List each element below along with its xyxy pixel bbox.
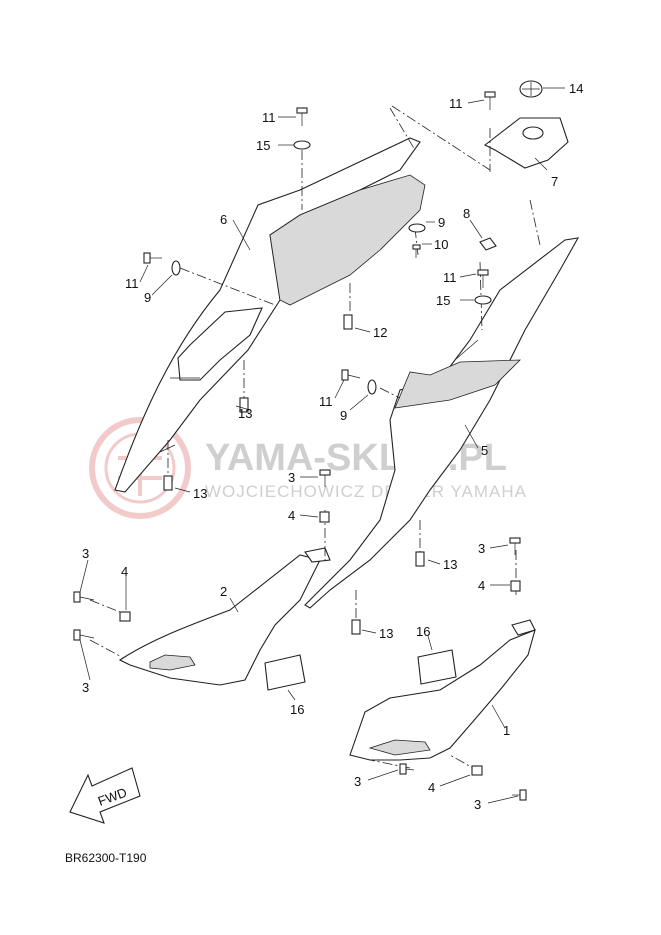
fastener-screw-11-top [296, 107, 308, 126]
callout-14: 14 [569, 81, 583, 96]
callout-6: 6 [220, 212, 227, 227]
fastener-clip-13-c [415, 551, 425, 567]
callout-11: 11 [319, 394, 333, 409]
callout-3: 3 [478, 541, 485, 556]
callout-leaders [79, 87, 565, 804]
callout-9: 9 [340, 408, 347, 423]
callout-labels: 11 15 6 11 9 11 14 7 8 9 10 11 15 12 13 … [82, 81, 583, 812]
fastener-nut-8 [479, 237, 497, 251]
callout-15: 15 [256, 138, 270, 153]
fastener-clip-13-b [163, 475, 173, 491]
callout-4: 4 [288, 508, 295, 523]
diagram-code: BR62300-T190 [65, 851, 147, 865]
part-1-side-cover-lower-right [349, 619, 536, 761]
fastener-collar-4-right [510, 580, 521, 592]
callout-9: 9 [144, 290, 151, 305]
fastener-screw-3-right-bottom-b [512, 789, 527, 801]
callout-8: 8 [463, 206, 470, 221]
callout-3: 3 [354, 774, 361, 789]
callout-9: 9 [438, 215, 445, 230]
fastener-screw-3-right-bottom-a [399, 763, 415, 775]
callout-12: 12 [373, 325, 387, 340]
callout-5: 5 [481, 443, 488, 458]
part-5-tail-cover-center [304, 237, 580, 609]
callout-16: 16 [290, 702, 304, 717]
callout-13: 13 [193, 486, 207, 501]
fastener-washer-9-center [367, 379, 377, 395]
fastener-collar-4-center [319, 511, 330, 523]
callout-1: 1 [503, 723, 510, 738]
callout-11: 11 [443, 270, 457, 285]
callout-11: 11 [262, 110, 276, 125]
fastener-screw-11-right [477, 269, 489, 288]
callout-3: 3 [474, 797, 481, 812]
fastener-screw-11-bracket [484, 91, 496, 110]
callout-15: 15 [436, 293, 450, 308]
fastener-screw-3-left-a [73, 591, 95, 603]
part-7-bracket [483, 117, 569, 169]
fastener-screw-10 [412, 244, 421, 258]
callout-11: 11 [125, 276, 139, 291]
callout-13: 13 [238, 406, 252, 421]
fastener-collar-4-right-bottom [471, 765, 483, 776]
part-2-side-cover-lower-left [118, 547, 331, 686]
part-14-grommet [519, 80, 543, 98]
callout-3: 3 [288, 470, 295, 485]
fastener-clip-13-a [239, 397, 249, 413]
callout-10: 10 [434, 237, 448, 252]
fastener-collar-4-left [119, 611, 131, 622]
fastener-washer-15-top [293, 140, 311, 150]
callout-4: 4 [428, 780, 435, 795]
fastener-screw-11-center [341, 369, 361, 381]
callout-16: 16 [416, 624, 430, 639]
callout-3: 3 [82, 546, 89, 561]
fastener-washer-9-mid [408, 223, 426, 233]
fastener-washer-15-right [474, 295, 492, 305]
callout-3: 3 [82, 680, 89, 695]
fwd-arrow: FWD [69, 767, 141, 824]
part-16-pad-right [417, 649, 457, 685]
callout-7: 7 [551, 174, 558, 189]
callout-2: 2 [220, 584, 227, 599]
callout-4: 4 [121, 564, 128, 579]
fastener-screw-11-left [143, 252, 162, 264]
callout-11: 11 [449, 96, 463, 111]
fastener-screw-3-right-top [509, 537, 521, 555]
callout-4: 4 [478, 578, 485, 593]
watermark-subtitle: WOJCIECHOWICZ DEALER YAMAHA [205, 482, 527, 501]
fastener-clip-13-d [351, 619, 361, 635]
callout-13: 13 [379, 626, 393, 641]
fastener-screw-3-left-b [73, 629, 95, 641]
fastener-washer-9-left [171, 260, 181, 276]
part-6-side-cover-upper-left [114, 137, 426, 493]
fastener-screw-3-center [319, 469, 331, 487]
callout-13: 13 [443, 557, 457, 572]
part-16-pad-left [264, 654, 306, 691]
fastener-clip-12 [343, 314, 353, 330]
